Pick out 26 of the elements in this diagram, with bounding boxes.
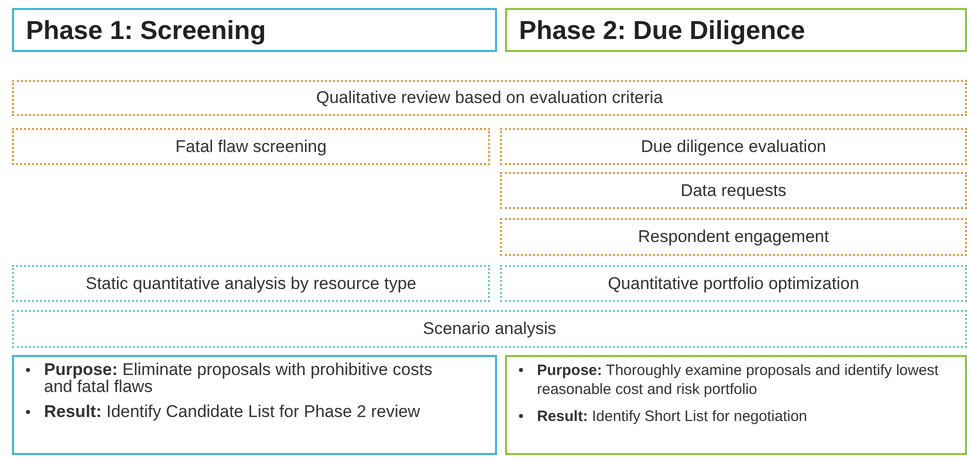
activity-box bbox=[12, 265, 490, 302]
activity-label: Scenario analysis bbox=[422, 318, 556, 340]
bullet-text: Purpose: Thoroughly examine proposals and identify lowest reasonable cost and risk portfolio bbox=[537, 361, 940, 399]
activity-label: Static quantitative analysis by resource type bbox=[86, 272, 416, 295]
activity-box bbox=[12, 80, 967, 116]
activity-box bbox=[12, 310, 967, 348]
phase-title: Phase 2: Due Diligence bbox=[519, 14, 806, 46]
activity-label: Respondent engagement bbox=[638, 226, 829, 248]
phase-header bbox=[505, 8, 967, 52]
activity-box bbox=[500, 218, 967, 256]
activity-label: Data requests bbox=[680, 180, 786, 202]
bullet-text: Purpose: Eliminate proposals with prohibitive costs and fatal flaws bbox=[44, 361, 434, 395]
activity-label: Due diligence evaluation bbox=[640, 136, 826, 158]
activity-label: Qualitative review based on evaluation criteria bbox=[316, 87, 663, 110]
activity-label: Quantitative portfolio optimization bbox=[608, 272, 860, 295]
activity-box bbox=[500, 128, 967, 165]
phase-header bbox=[12, 8, 497, 52]
activity-box bbox=[12, 128, 490, 165]
bullet-text: Result: Identify Candidate List for Phase 2 review bbox=[44, 403, 420, 420]
bullet-text: Result: Identify Short List for negotiation bbox=[537, 407, 808, 426]
summary-box bbox=[505, 355, 967, 455]
summary-box bbox=[12, 355, 497, 455]
activity-box bbox=[500, 265, 967, 302]
phase-title: Phase 1: Screening bbox=[26, 14, 266, 46]
activity-label: Fatal flaw screening bbox=[175, 136, 327, 158]
activity-box bbox=[500, 172, 967, 209]
